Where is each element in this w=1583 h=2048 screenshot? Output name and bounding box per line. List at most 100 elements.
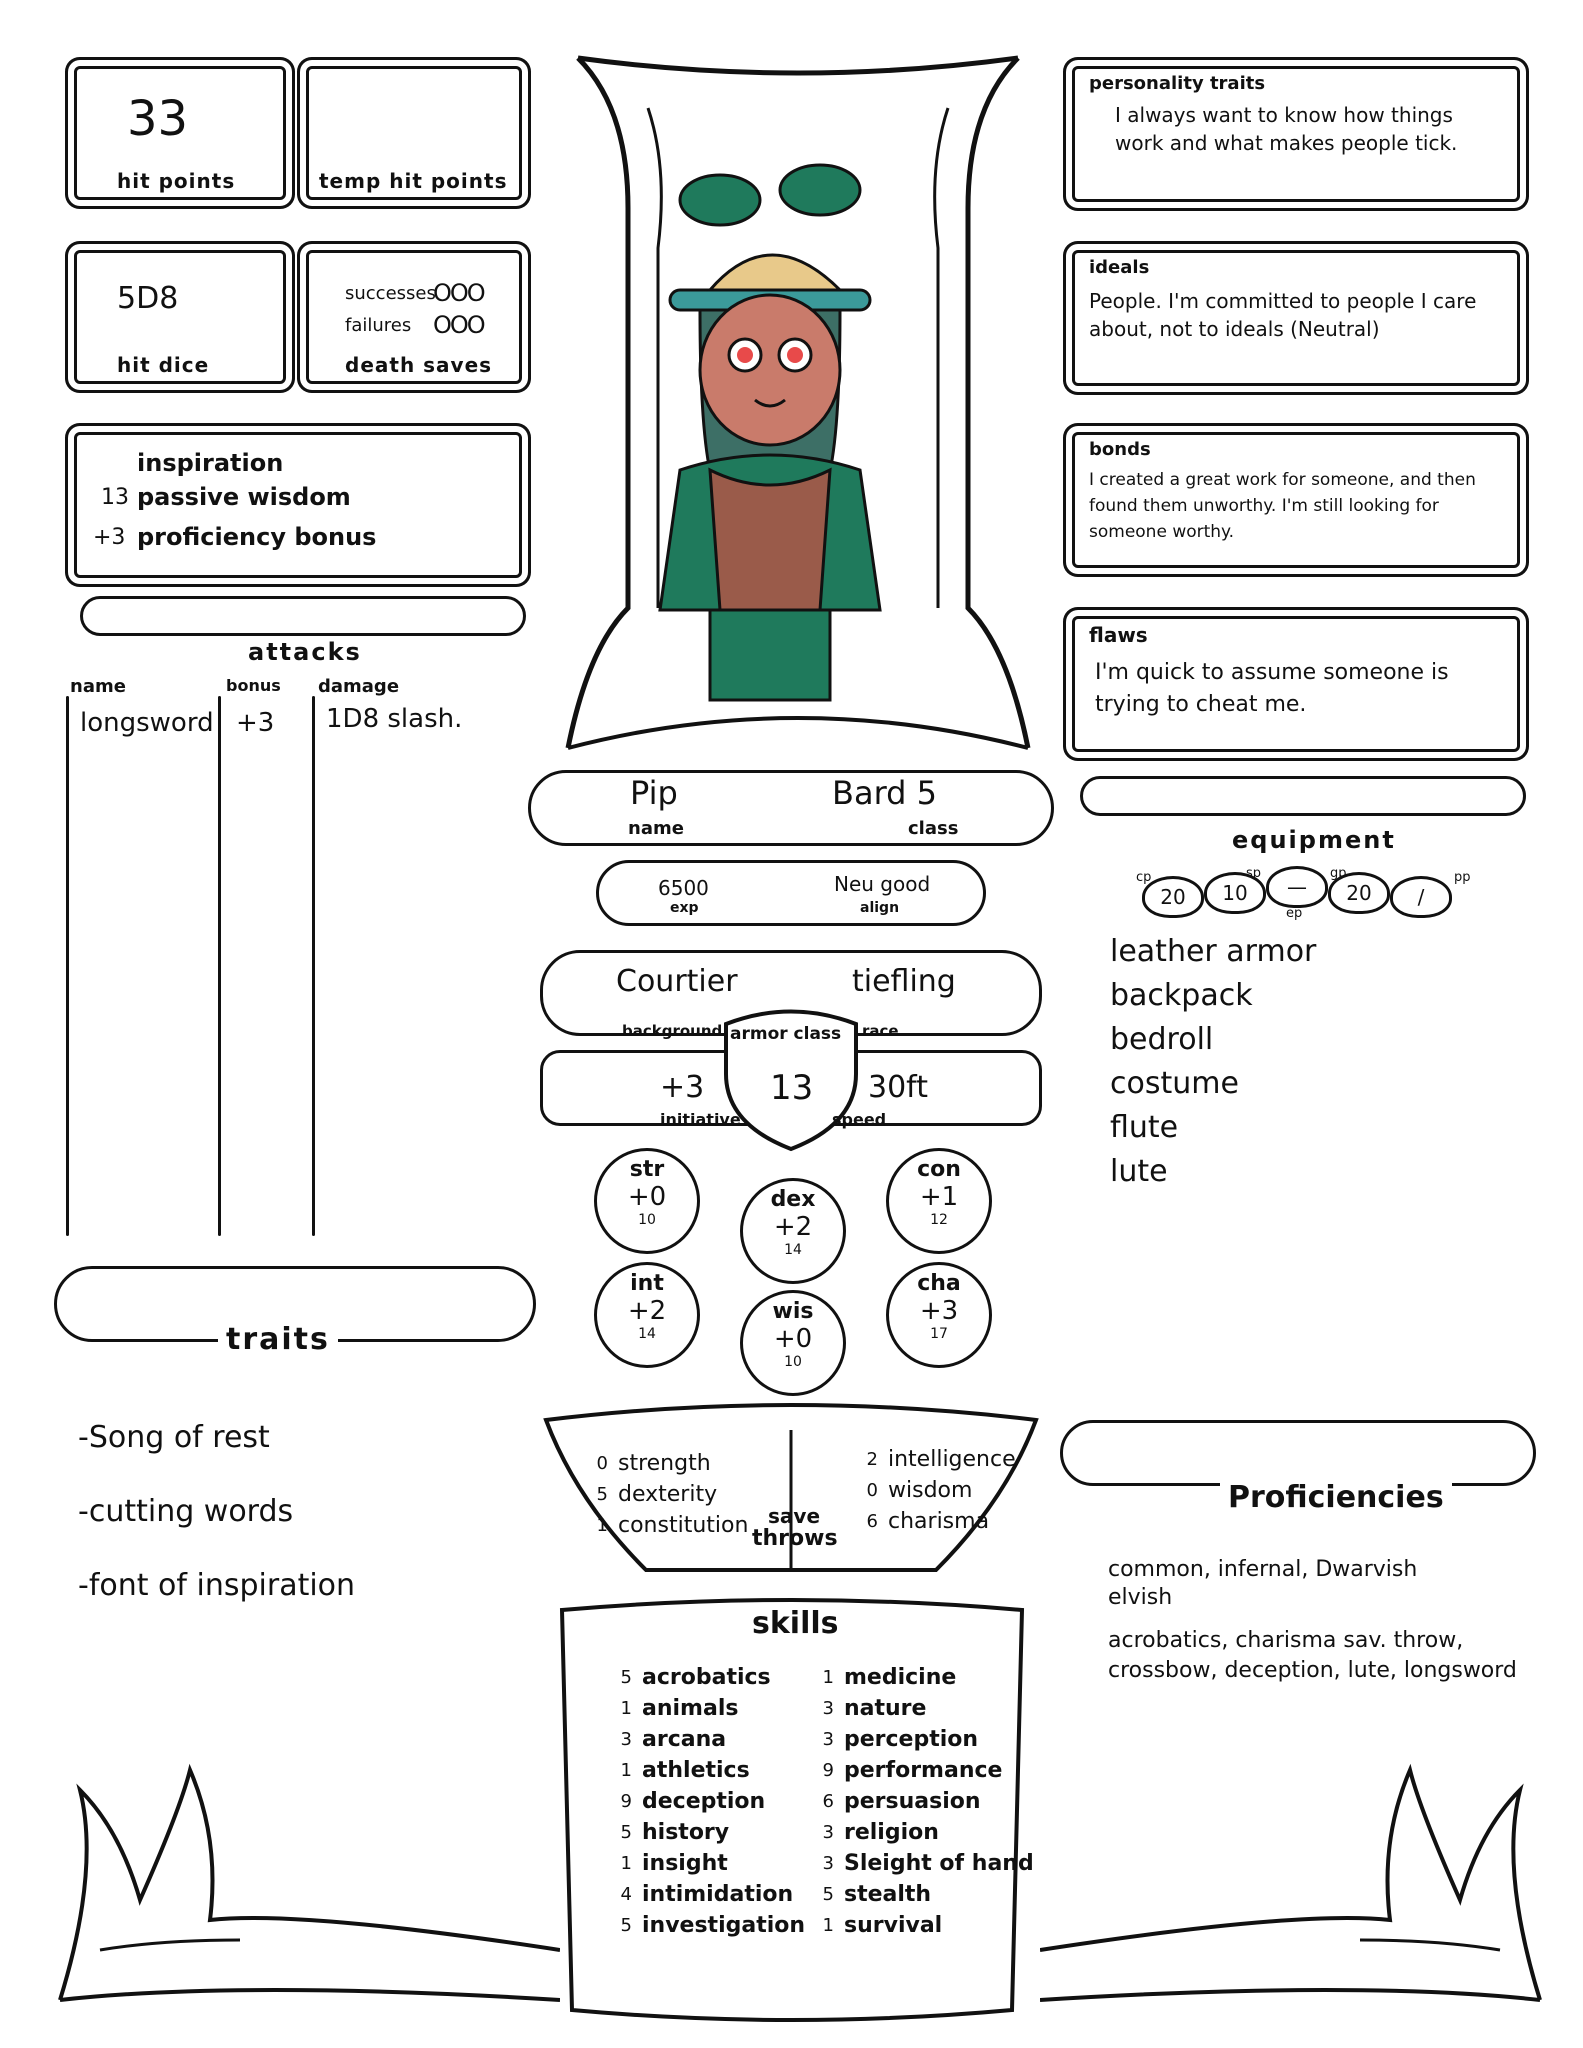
attack-damage: 1D8 slash.: [326, 704, 463, 734]
trait-item-1: -Song of rest: [78, 1420, 270, 1455]
misc-box: inspiration 13 passive wisdom +3 profici…: [74, 432, 522, 578]
coin-value: —: [1287, 875, 1307, 899]
skill-row: 3 religion: [816, 1817, 1034, 1848]
skill-row: 1 athletics: [614, 1755, 805, 1786]
attack-name: longsword: [80, 708, 214, 738]
character-name: Pip: [630, 774, 678, 812]
hit-points-box[interactable]: 33 hit points: [74, 66, 286, 200]
skill-value: 9: [620, 1791, 632, 1812]
failures-marks[interactable]: OOO: [433, 311, 486, 339]
skill-name: religion: [844, 1820, 939, 1845]
stat-score: 10: [784, 1354, 802, 1370]
save-throws-title-2: throws: [752, 1526, 838, 1551]
skill-name: nature: [844, 1696, 927, 1721]
coin-value: 10: [1222, 881, 1248, 905]
skill-value: 3: [822, 1822, 834, 1843]
ideals-box[interactable]: ideals People. I'm committed to people I…: [1072, 250, 1520, 386]
stat-dex: dex +2 14: [740, 1178, 846, 1284]
bonds-text: I created a great work for someone, and …: [1089, 470, 1476, 542]
align-label: align: [860, 900, 900, 916]
stat-score: 14: [784, 1242, 802, 1258]
skill-row: 1 animals: [614, 1693, 805, 1724]
skill-value: 1: [620, 1760, 632, 1781]
save-name: dexterity: [618, 1482, 718, 1507]
coin-pp[interactable]: /: [1390, 876, 1452, 918]
traits-title: traits: [218, 1322, 338, 1357]
save-value: 6: [866, 1511, 878, 1532]
save-throws-frame: [543, 1403, 1039, 1572]
save-value: 1: [596, 1515, 608, 1536]
successes-marks[interactable]: OOO: [433, 279, 486, 307]
passive-wisdom-label: passive wisdom: [137, 483, 351, 511]
flaws-box[interactable]: flaws I'm quick to assume someone is try…: [1072, 616, 1520, 752]
skill-name: arcana: [642, 1727, 727, 1752]
attacks-banner: [80, 596, 526, 636]
save-value: 0: [596, 1453, 608, 1474]
flourish-bottom-right: [1040, 1763, 1542, 2002]
skill-name: acrobatics: [642, 1665, 771, 1690]
skill-name: performance: [844, 1758, 1003, 1783]
skill-name: stealth: [844, 1882, 932, 1907]
stat-mod: +2: [773, 1212, 813, 1242]
death-saves-box[interactable]: successes OOO failures OOO death saves: [306, 250, 522, 384]
stat-name: con: [917, 1157, 961, 1182]
skill-value: 1: [822, 1915, 834, 1936]
skill-name: athletics: [642, 1758, 750, 1783]
coin-sp[interactable]: 10: [1204, 872, 1266, 914]
hit-dice-box[interactable]: 5D8 hit dice: [74, 250, 286, 384]
skill-value: 3: [822, 1729, 834, 1750]
attacks-title: attacks: [248, 638, 362, 666]
proficiencies-title: Proficiencies: [1220, 1480, 1452, 1515]
skill-name: animals: [642, 1696, 739, 1721]
trait-item-2: -cutting words: [78, 1494, 294, 1529]
exp-label: exp: [670, 900, 699, 916]
race-value: tiefling: [852, 964, 956, 999]
temp-hit-points-box[interactable]: temp hit points: [306, 66, 522, 200]
coin-gp[interactable]: 20: [1328, 872, 1390, 914]
coin-ep[interactable]: —: [1266, 866, 1328, 908]
personality-traits-text: I always want to know how things work an…: [1115, 103, 1458, 155]
equipment-item: leather armor: [1110, 934, 1317, 969]
failures-label: failures: [345, 315, 412, 336]
skill-value: 6: [822, 1791, 834, 1812]
coin-label-cp: cp: [1136, 870, 1152, 885]
proficiencies-languages: common, infernal, Dwarvish elvish: [1108, 1557, 1418, 1610]
bonds-label: bonds: [1089, 439, 1151, 460]
coin-cp[interactable]: 20: [1142, 876, 1204, 918]
coin-label-pp: pp: [1454, 870, 1471, 885]
coin-value: 20: [1346, 881, 1372, 905]
inspiration-label[interactable]: inspiration: [137, 449, 284, 477]
background-value: Courtier: [616, 964, 738, 999]
skill-value: 4: [620, 1884, 632, 1905]
skills-frame: [559, 1598, 1025, 2022]
personality-traits-box[interactable]: personality traits I always want to know…: [1072, 66, 1520, 202]
hit-points-value: 33: [127, 91, 189, 147]
proficiencies-banner: [1060, 1420, 1536, 1486]
skill-value: 9: [822, 1760, 834, 1781]
stat-score: 17: [930, 1326, 948, 1342]
skill-row: 3 nature: [816, 1693, 1034, 1724]
exp-align-ribbon: [596, 860, 986, 926]
save-name: strength: [618, 1451, 711, 1476]
stat-score: 10: [638, 1212, 656, 1228]
skill-value: 3: [822, 1698, 834, 1719]
stat-mod: +3: [919, 1296, 959, 1326]
stat-score: 12: [930, 1212, 948, 1228]
save-throws-title-1: save: [768, 1504, 821, 1528]
skill-value: 1: [620, 1698, 632, 1719]
hit-points-label: hit points: [117, 169, 236, 193]
ideals-text: People. I'm committed to people I care a…: [1089, 289, 1477, 341]
bonds-box[interactable]: bonds I created a great work for someone…: [1072, 432, 1520, 568]
save-value: 0: [866, 1480, 878, 1501]
skills-title: skills: [752, 1606, 839, 1641]
equipment-list: leather armor backpack bedroll costume f…: [1110, 930, 1316, 1194]
